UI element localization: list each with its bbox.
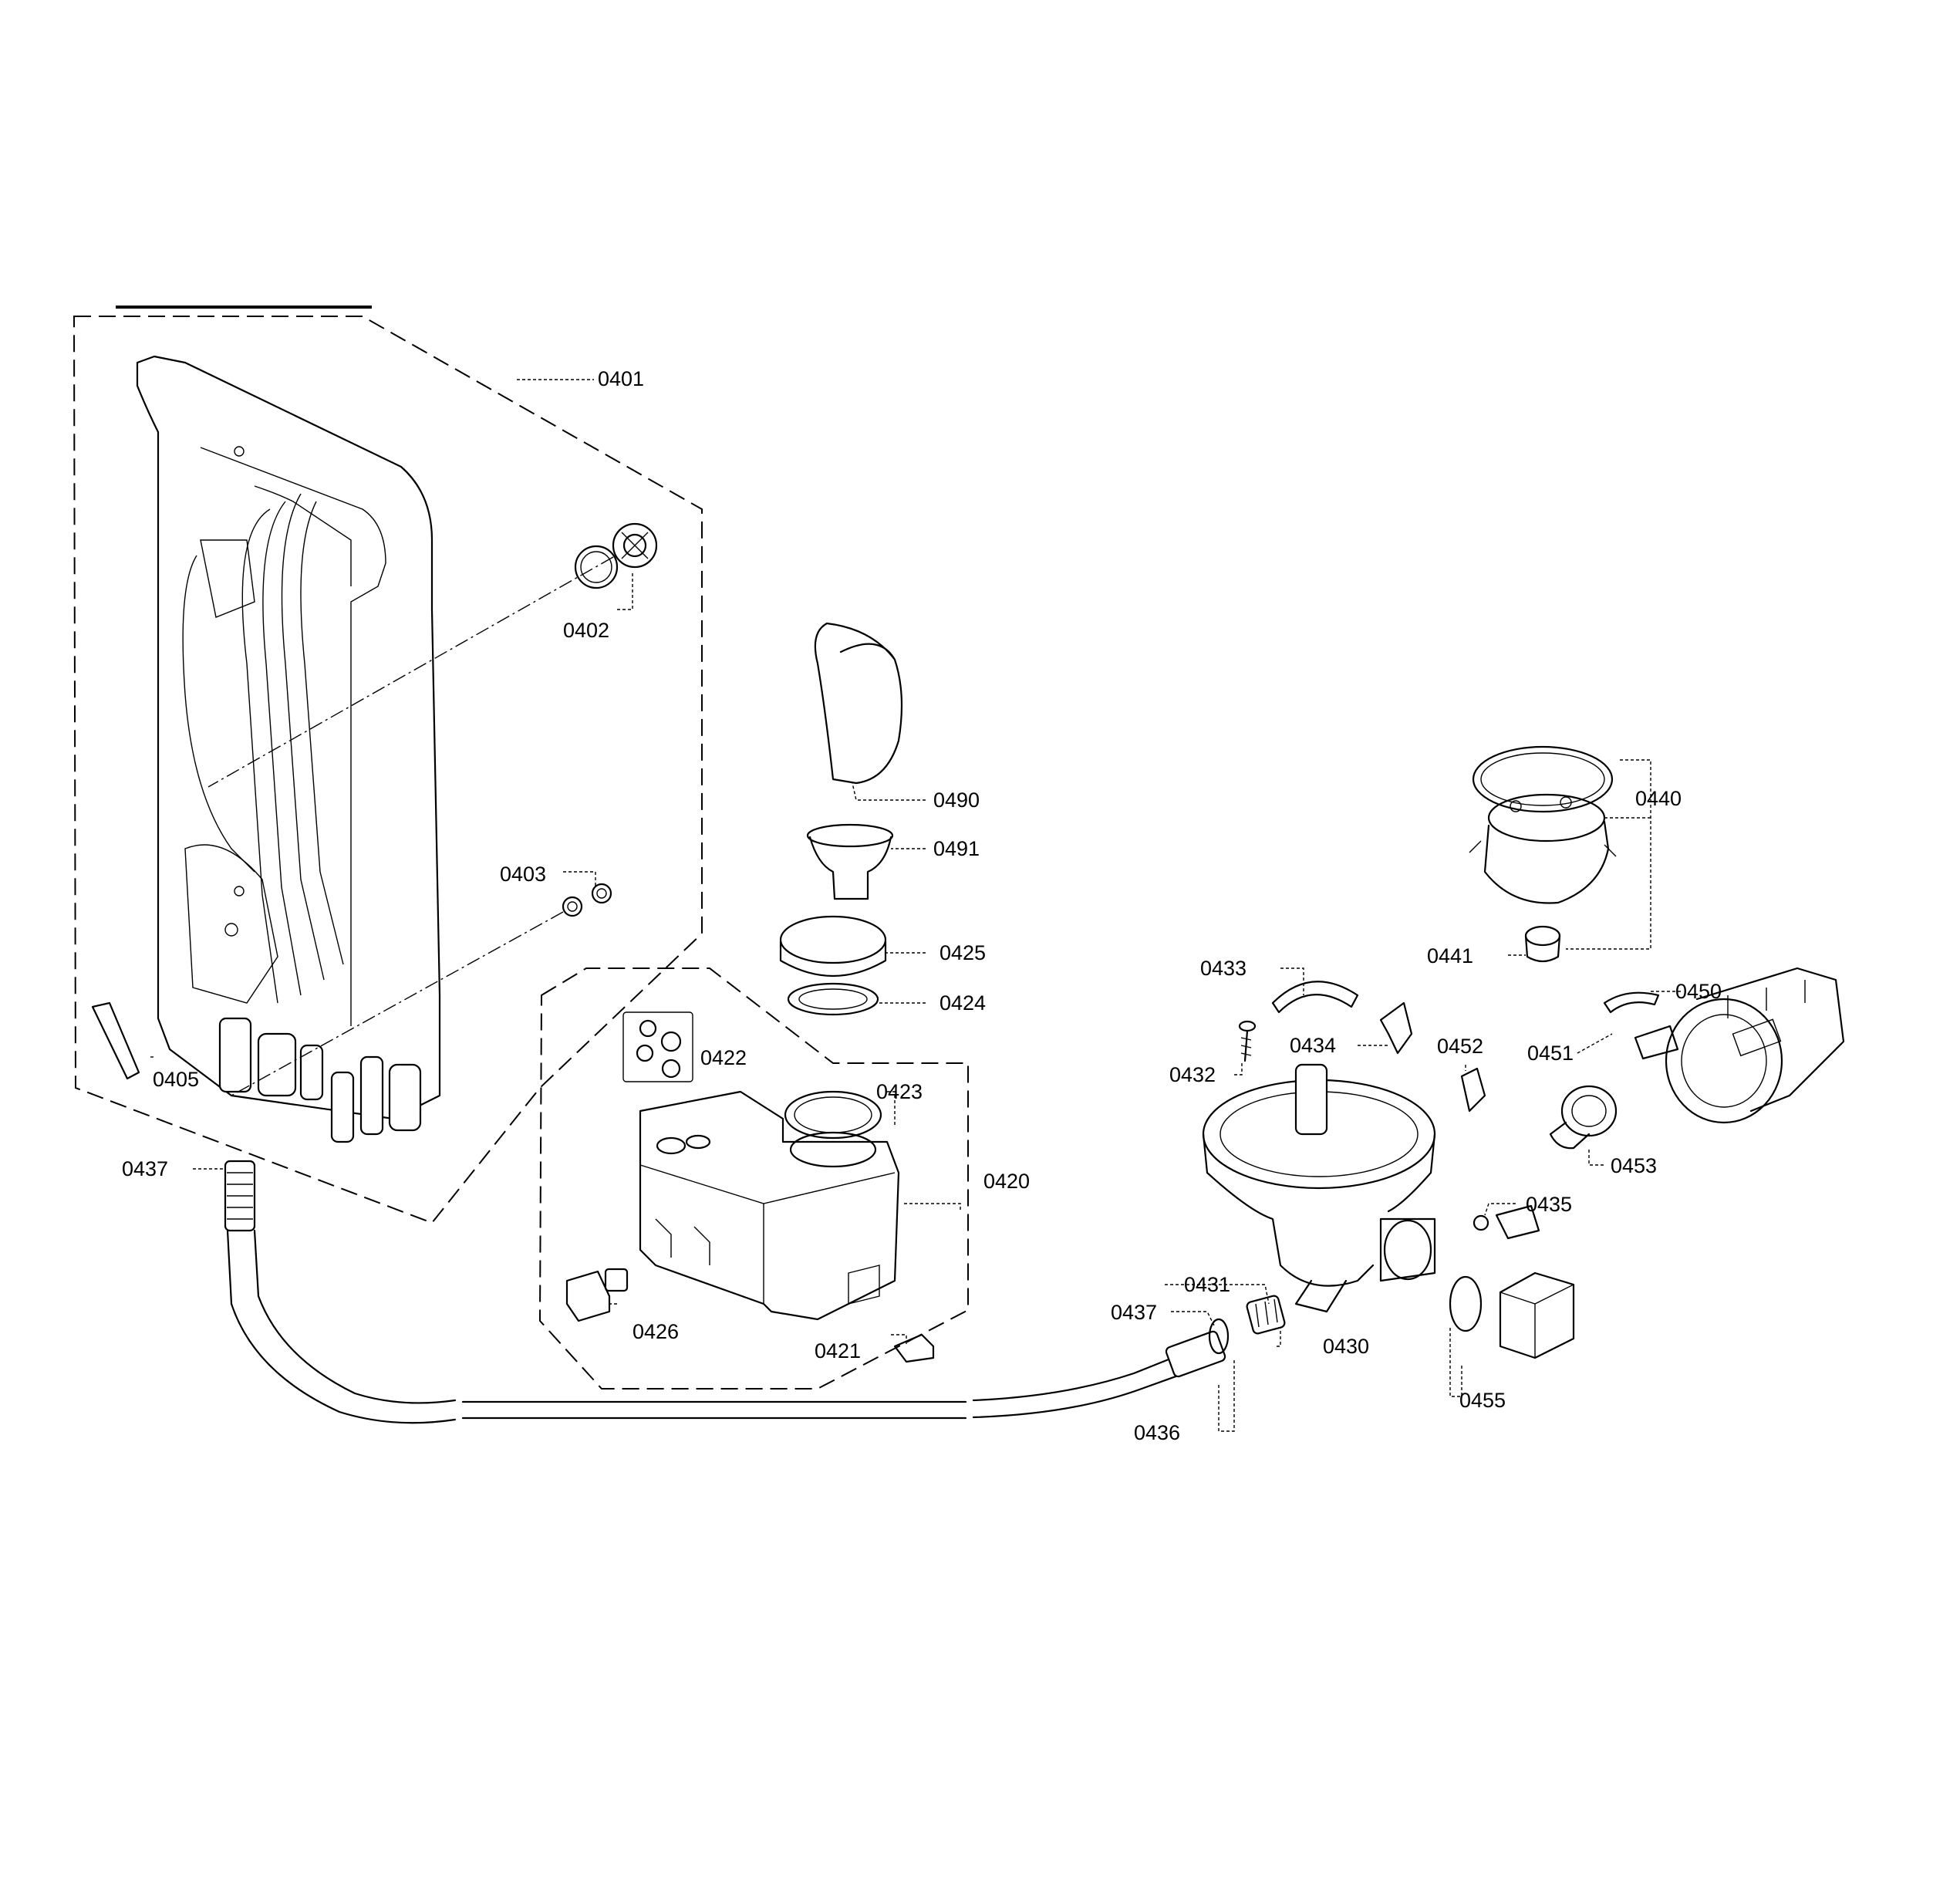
callout-0450: 0450 xyxy=(1675,980,1722,1003)
callout-0402: 0402 xyxy=(563,619,609,642)
callout-0431: 0431 xyxy=(1184,1273,1230,1296)
clip-part xyxy=(893,1333,935,1363)
funnel-part xyxy=(814,622,903,785)
drain-hose-part xyxy=(224,1160,1230,1424)
pump-cover-part xyxy=(1469,745,1617,904)
callout-0437-right: 0437 xyxy=(1111,1301,1157,1324)
water-softener-part xyxy=(639,1090,900,1321)
callout-0421: 0421 xyxy=(815,1339,861,1363)
callout-0490: 0490 xyxy=(933,788,980,812)
impeller-part xyxy=(1524,925,1561,963)
callout-0451: 0451 xyxy=(1527,1042,1574,1065)
callout-0430: 0430 xyxy=(1323,1335,1369,1358)
callout-0491: 0491 xyxy=(933,837,980,860)
callout-0436: 0436 xyxy=(1134,1421,1180,1444)
leader-lines xyxy=(150,379,1682,1432)
screw-part xyxy=(1238,1020,1257,1062)
callout-0434: 0434 xyxy=(1290,1034,1336,1057)
callout-0403: 0403 xyxy=(500,863,546,886)
callout-0452: 0452 xyxy=(1437,1035,1483,1058)
callout-0426: 0426 xyxy=(633,1320,679,1343)
callout-0423: 0423 xyxy=(876,1080,923,1103)
callout-0433: 0433 xyxy=(1200,957,1247,980)
callouts: 0401 0402 0403 0405 0437 0490 0491 0425 … xyxy=(122,367,1722,1444)
side-panel-part xyxy=(136,355,441,1143)
callout-0422: 0422 xyxy=(700,1046,747,1069)
arc-spring-part xyxy=(1271,981,1359,1014)
sump-group-boundary xyxy=(73,316,703,1224)
valve-part xyxy=(565,1268,629,1322)
callout-0440: 0440 xyxy=(1635,787,1682,810)
clamp-part xyxy=(1603,991,1660,1014)
callout-0425: 0425 xyxy=(940,941,986,964)
gasket-part xyxy=(784,1090,882,1140)
callout-0441: 0441 xyxy=(1427,944,1473,967)
callout-0453: 0453 xyxy=(1611,1154,1657,1177)
pump-motor-part xyxy=(1634,967,1845,1124)
callout-0432: 0432 xyxy=(1169,1063,1216,1086)
clip-part xyxy=(1379,1001,1413,1055)
adapter-part xyxy=(1549,1085,1618,1150)
drain-pump-part xyxy=(1449,1271,1575,1359)
cap-part xyxy=(806,823,894,900)
callout-0424: 0424 xyxy=(940,991,986,1015)
seals-group-part xyxy=(622,1011,693,1082)
clip-part xyxy=(1460,1067,1486,1113)
water-softener-group-boundary xyxy=(538,967,969,1390)
callout-0435: 0435 xyxy=(1526,1193,1572,1216)
callout-0405: 0405 xyxy=(153,1068,199,1091)
sensor-part xyxy=(1473,1204,1540,1240)
callout-0437-left: 0437 xyxy=(122,1157,168,1180)
seal-nut-part xyxy=(574,522,658,589)
axis-line xyxy=(231,911,564,1096)
small-fittings-part xyxy=(562,883,612,917)
axis-line xyxy=(207,556,614,788)
callout-0420: 0420 xyxy=(983,1170,1030,1193)
callout-0401: 0401 xyxy=(598,367,644,390)
callout-0455: 0455 xyxy=(1459,1389,1506,1412)
coupling-part xyxy=(1246,1295,1286,1335)
cover-ring-part xyxy=(779,915,887,1016)
bracket-part xyxy=(91,1001,140,1080)
sump-part xyxy=(1202,1063,1436,1313)
